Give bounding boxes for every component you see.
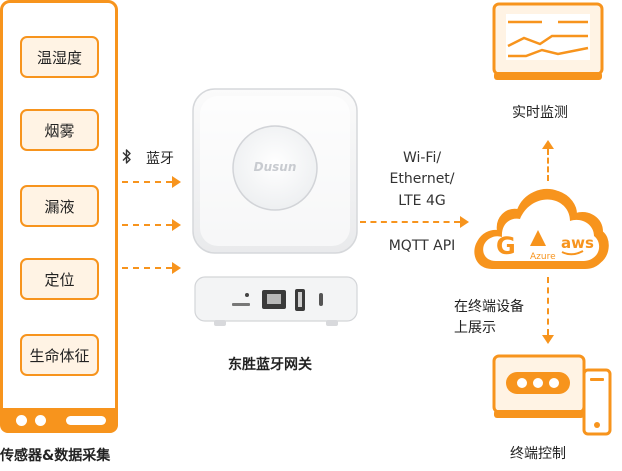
aws-logo-icon: aws [561,234,594,252]
arrow-head [460,216,469,228]
bluetooth-label: 蓝牙 [146,151,174,167]
arrow-head [172,262,181,274]
gateway-device-ports [194,276,358,326]
footer-dot [35,415,46,426]
google-logo-icon: G [496,232,516,260]
uplink-protocol: MQTT API [388,238,456,254]
data-arrow-line [122,267,172,269]
gateway-caption: 东胜蓝牙网关 [228,357,312,373]
sensor-smoke: 烟雾 [20,109,99,151]
data-arrow-line [122,181,172,183]
terminal-device-icon [492,354,612,436]
arrow-head [172,176,181,188]
footer-bar [66,416,106,425]
monitor-caption: 实时监测 [512,105,568,121]
sensor-label: 生命体征 [29,346,90,365]
monitor-arrow-line [547,149,549,181]
azure-label: Azure [530,252,556,262]
sensor-caption: 传感器&数据采集 [0,448,111,464]
uplink-lte: LTE 4G [398,193,446,209]
sensor-label: 漏液 [44,197,75,216]
terminal-note-line1: 在终端设备 [454,299,524,315]
terminal-caption: 终端控制 [510,446,566,462]
sensor-label: 定位 [44,270,75,289]
sensor-label: 烟雾 [44,121,75,140]
data-arrow-line [122,224,172,226]
uplink-ethernet: Ethernet/ [389,171,455,187]
sensor-vital-signs: 生命体征 [20,334,99,376]
monitor-icon [492,2,604,80]
cloud-icon: G aws [474,189,609,269]
sensor-temperature-humidity: 温湿度 [20,36,99,78]
azure-logo-icon [530,230,546,246]
sensor-leak: 漏液 [20,185,99,227]
arrow-head [542,140,554,149]
terminal-note-line2: 上展示 [454,320,496,336]
arrow-head [172,219,181,231]
dusun-logo: Dusun [253,160,297,174]
sensor-location: 定位 [20,258,99,300]
bluetooth-icon [122,149,131,164]
uplink-arrow-line [360,221,460,223]
footer-dot [16,415,27,426]
sensor-label: 温湿度 [36,48,82,67]
uplink-wifi: Wi-Fi/ [402,150,442,166]
gateway-device-top [192,88,358,254]
terminal-arrow-line [547,277,549,335]
arrow-head [542,335,554,344]
